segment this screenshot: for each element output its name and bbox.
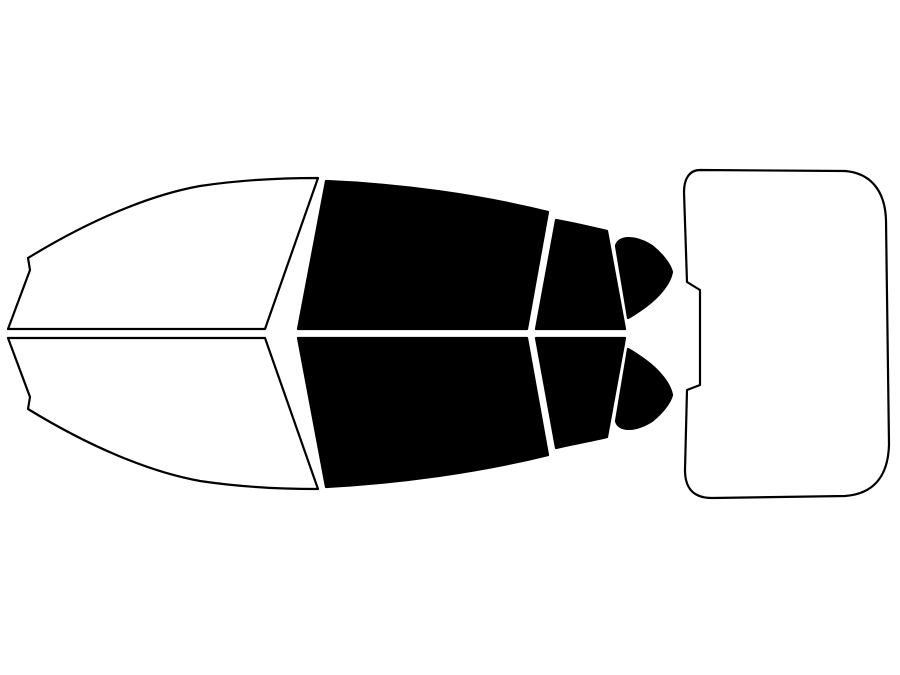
quarter-glass-top-pane: [614, 237, 674, 320]
windshield-bottom-pane: [6, 336, 320, 491]
rear-window-pane: [682, 168, 891, 500]
rear-door-bottom-pane: [534, 336, 627, 450]
front-door-bottom-pane: [296, 336, 550, 489]
front-door-top-pane: [296, 179, 550, 331]
rear-door-top-pane: [534, 218, 627, 331]
quarter-glass-bottom-pane: [614, 347, 674, 430]
windshield-top-pane: [6, 176, 320, 331]
